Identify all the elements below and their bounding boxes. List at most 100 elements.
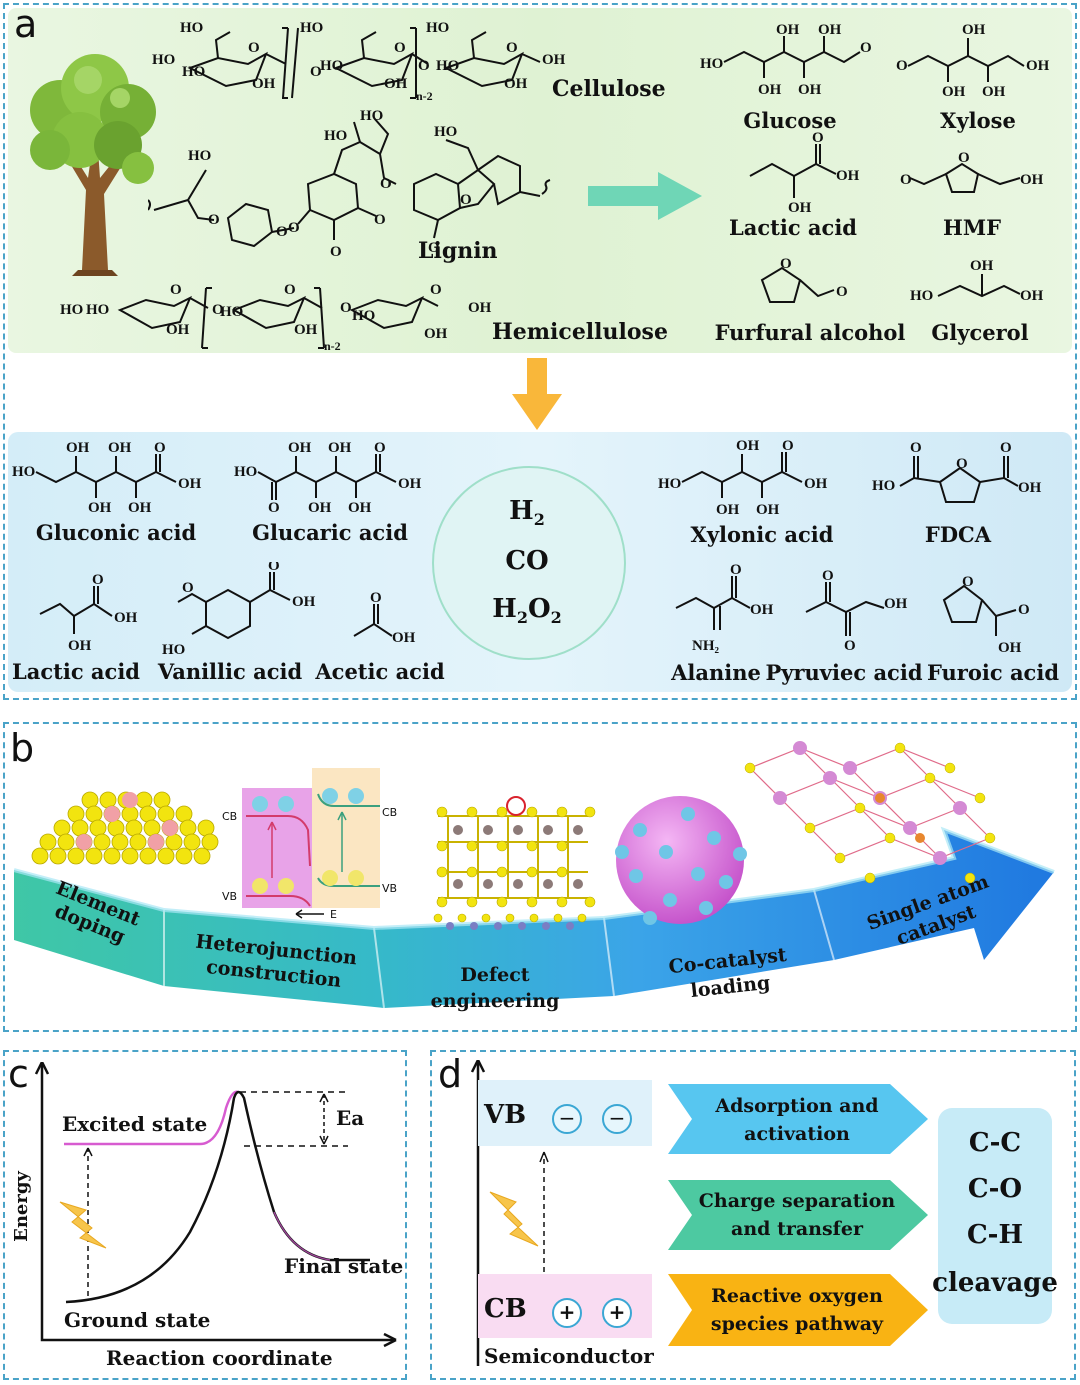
svg-text:OH: OH [328, 440, 352, 456]
product-xylose: Xylose [940, 108, 1016, 133]
svg-text:HO: HO [60, 302, 83, 318]
panel-d-label: d [438, 1052, 463, 1096]
product-vanillic-acid: Vanillic acid [157, 659, 303, 684]
svg-text:O: O [182, 580, 194, 596]
svg-text:OH: OH [1018, 480, 1042, 496]
product-lactic-acid-top: Lactic acid [729, 215, 857, 240]
electron-2: − [602, 1104, 632, 1134]
svg-text:O: O [208, 212, 220, 228]
ea-label: Ea [336, 1106, 365, 1130]
svg-text:OH: OH [398, 476, 422, 492]
band-cb-left: CB [222, 810, 238, 823]
band-cb-right: CB [382, 806, 398, 819]
semiconductor-label: Semiconductor [484, 1344, 654, 1368]
gas-h2o2-h: H [492, 594, 517, 624]
svg-text:OH: OH [288, 440, 312, 456]
hemicellulose-label: Hemicellulose [492, 319, 668, 345]
svg-text:OH: OH [1026, 58, 1050, 74]
svg-text:O: O [418, 58, 430, 74]
svg-text:OH: OH [424, 326, 448, 342]
svg-text:O: O [460, 192, 472, 208]
svg-text:O: O [268, 562, 280, 574]
y-axis-label: Energy [10, 1171, 32, 1242]
product-alanine: Alanine [671, 660, 761, 685]
svg-text:OH: OH [982, 84, 1006, 100]
product-pyruvic-acid: Pyruviec acid [765, 660, 923, 685]
svg-text:OH: OH [884, 596, 908, 612]
svg-text:OH: OH [114, 610, 138, 626]
acetic-acid-structure: OOH [353, 590, 416, 646]
svg-text:O: O [154, 440, 166, 456]
band-vb-left: VB [222, 890, 238, 903]
svg-text:OH: OH [798, 82, 822, 98]
heterojunction-band-icon [242, 768, 380, 919]
svg-text:HO: HO [436, 58, 459, 74]
step-arrow-adsorption [668, 1084, 928, 1154]
svg-text:OH: OH [348, 500, 372, 516]
product-glucose: Glucose [743, 108, 837, 133]
cellulose-label: Cellulose [552, 76, 666, 102]
energy-diagram [34, 1062, 397, 1348]
electron-1: − [552, 1104, 582, 1134]
svg-text:OH: OH [384, 76, 408, 92]
svg-text:OH: OH [468, 300, 492, 316]
svg-text:OH: OH [294, 322, 318, 338]
panel-a-label: a [14, 2, 38, 46]
svg-text:OH: OH [108, 440, 132, 456]
lignin-label: Lignin [418, 238, 498, 264]
svg-text:HO: HO [434, 124, 457, 140]
svg-text:HO: HO [700, 56, 723, 72]
svg-text:O: O [844, 638, 856, 654]
gas-h2-sub: 2 [533, 510, 545, 530]
svg-text:HO: HO [910, 288, 933, 304]
cleavage-box [938, 1108, 1052, 1324]
svg-text:O: O [910, 440, 922, 456]
svg-text:O: O [380, 176, 392, 192]
svg-text:O: O [340, 300, 352, 316]
svg-text:HO: HO [426, 20, 449, 36]
panel-d-frame [430, 1050, 1076, 1380]
svg-text:OH: OH [88, 500, 112, 516]
product-fdca: FDCA [924, 522, 992, 547]
svg-text:OH: OH [542, 52, 566, 68]
panel-a-top-bg [8, 8, 1072, 353]
cleavage-cc: C-C [968, 1128, 1022, 1158]
svg-text:O: O [730, 562, 742, 578]
ground-state-label: Ground state [64, 1308, 211, 1332]
svg-text:n-2: n-2 [416, 89, 433, 103]
product-acetic-acid: Acetic acid [315, 659, 445, 684]
svg-text:O: O [836, 284, 848, 300]
light-bolt-icon-c [59, 1201, 107, 1249]
vb-label: VB [484, 1100, 527, 1130]
step-ros-label: Reactive oxygen species pathway [710, 1285, 884, 1335]
cleavage-ch: C-H [966, 1220, 1024, 1250]
svg-text:HO: HO [360, 108, 383, 124]
svg-text:OH: OH [66, 440, 90, 456]
svg-text:OH: OH [804, 476, 828, 492]
svg-text:OH: OH [392, 630, 416, 646]
svg-text:OH: OH [818, 22, 842, 38]
svg-text:OH: OH [128, 500, 152, 516]
band-vb-right: VB [382, 882, 398, 895]
svg-text:O: O [782, 438, 794, 454]
doped-lattice-icon [31, 791, 219, 865]
svg-text:OH: OH [68, 638, 92, 654]
svg-text:HO: HO [872, 478, 895, 494]
panel-c-frame [3, 1050, 407, 1380]
svg-text:O: O [900, 172, 912, 188]
cleavage-co: C-O [967, 1174, 1023, 1204]
svg-text:HO: HO [180, 20, 203, 36]
arrow-right-icon [588, 172, 702, 220]
svg-text:NH₂: NH₂ [692, 638, 720, 654]
product-hmf: HMF [943, 215, 1001, 240]
